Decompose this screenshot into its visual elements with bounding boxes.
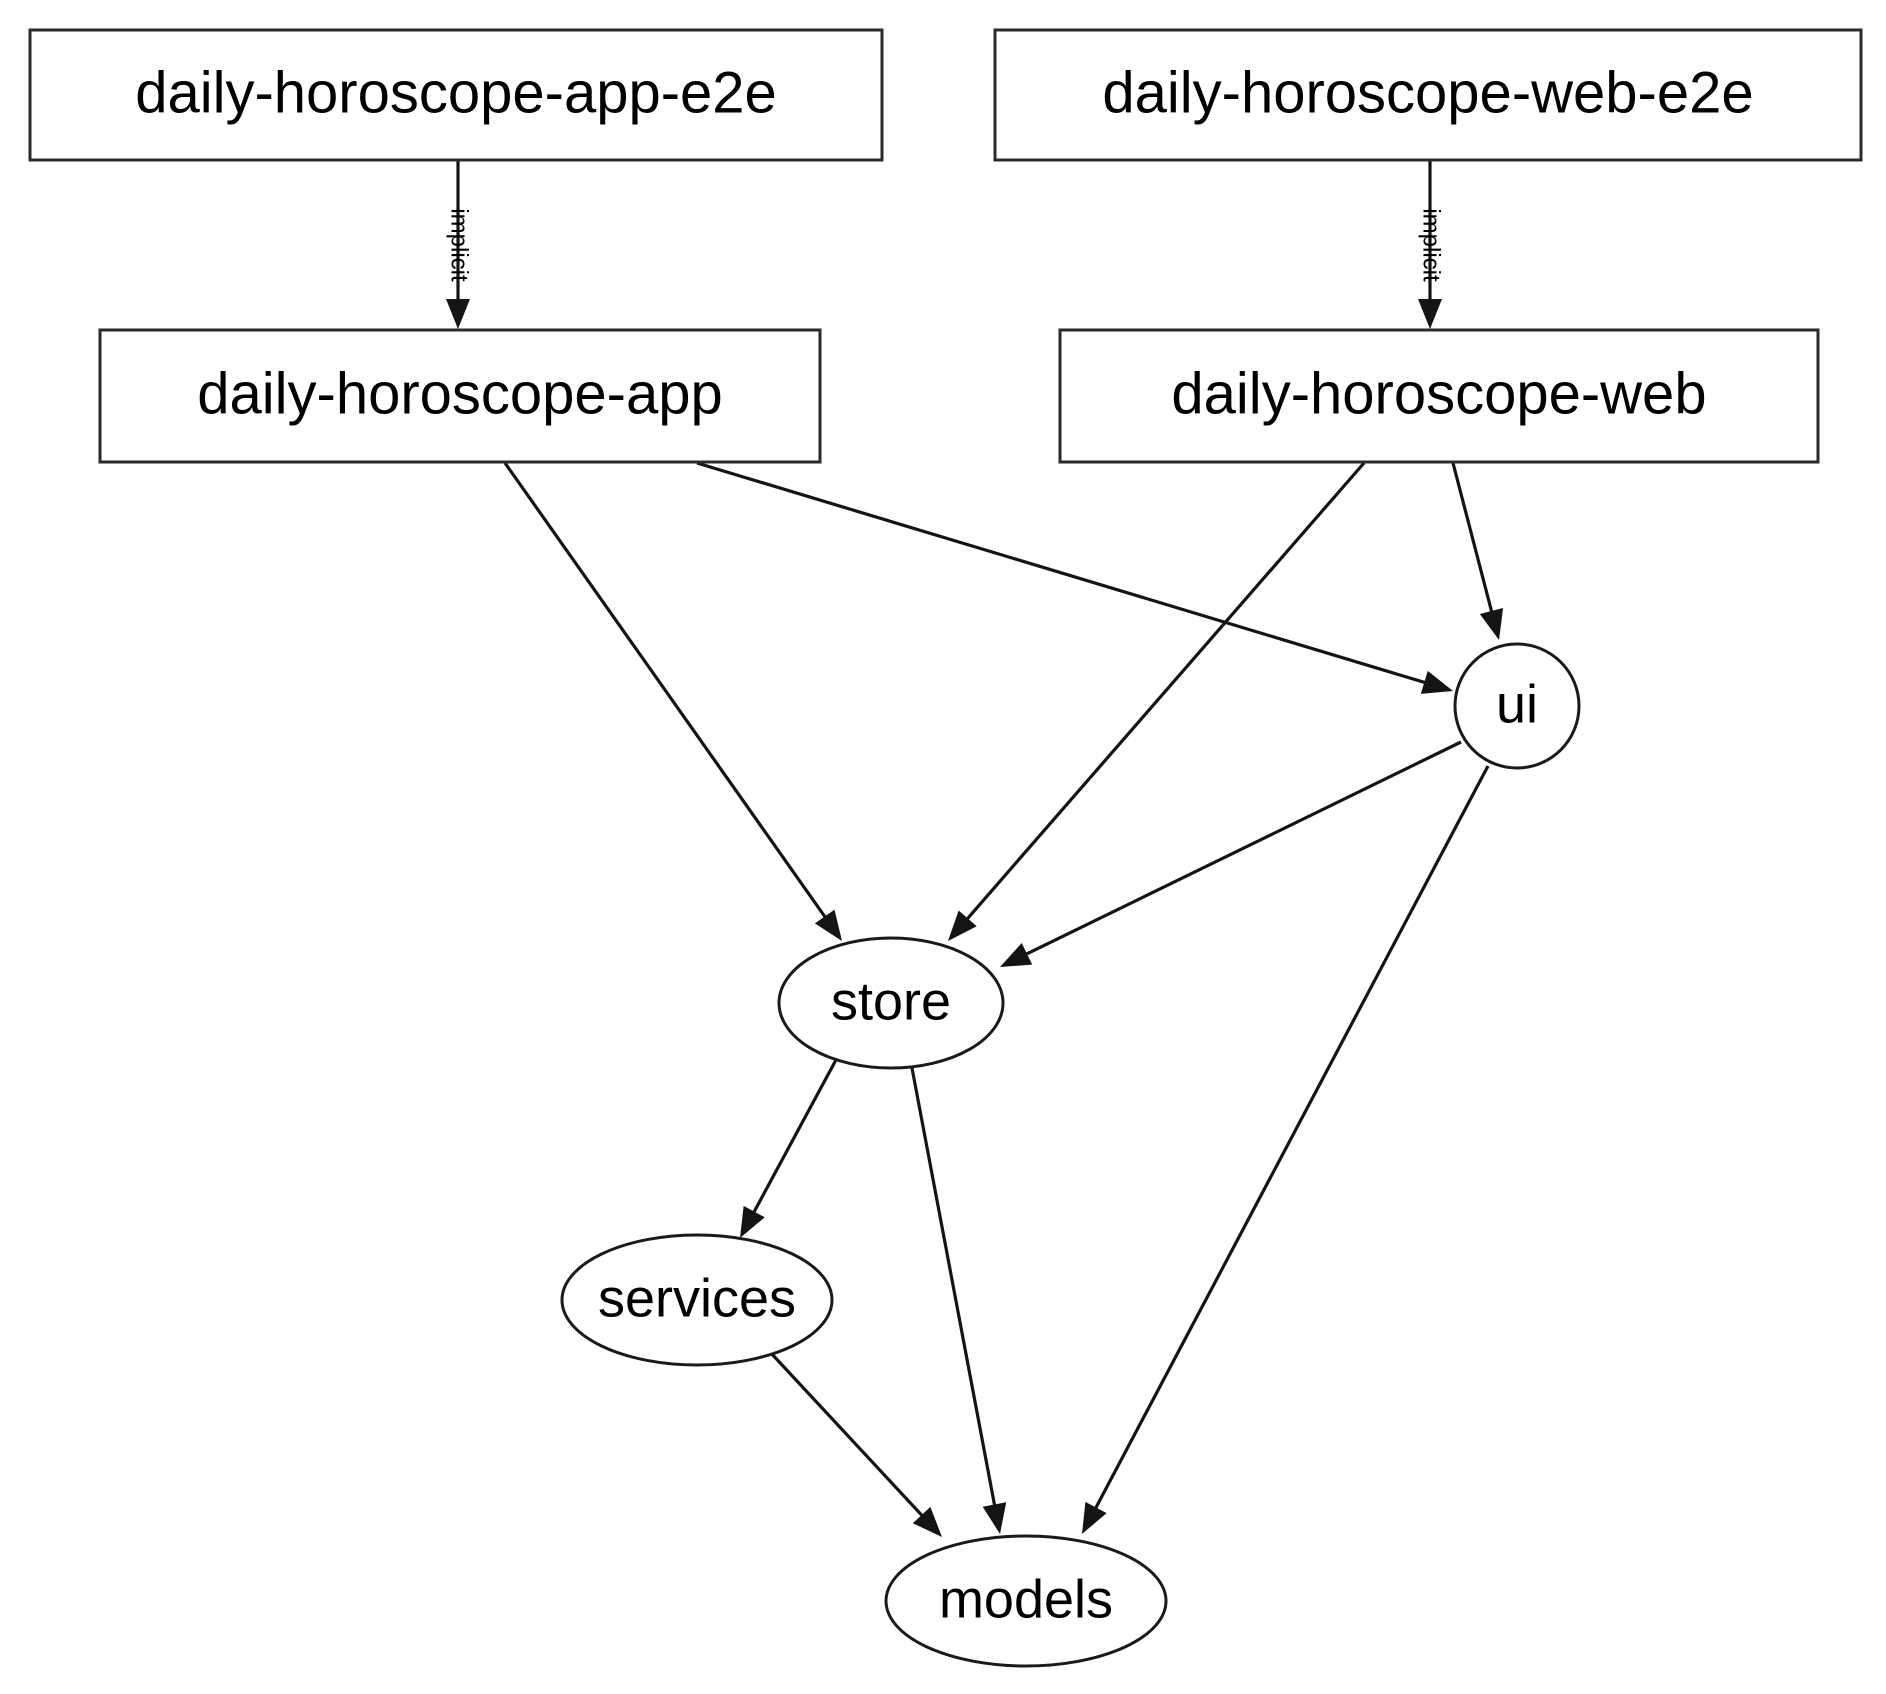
graph-node-daily-horoscope-app-e2e[interactable]: daily-horoscope-app-e2e bbox=[28, 28, 884, 162]
edge-line bbox=[962, 461, 1366, 924]
edge-arrowhead bbox=[1418, 299, 1442, 329]
edge-arrowhead bbox=[1000, 943, 1033, 967]
graph-edge bbox=[740, 1057, 839, 1238]
edge-arrowhead bbox=[1479, 607, 1504, 640]
edge-arrowhead bbox=[740, 1205, 765, 1238]
edge-label-implicit: implicit bbox=[1418, 208, 1445, 282]
nodes-layer: daily-horoscope-app-e2e daily-horoscope-w… bbox=[28, 28, 1863, 1668]
graph-node-services[interactable]: services bbox=[560, 1233, 834, 1367]
edge-arrowhead bbox=[912, 1506, 942, 1537]
edge-arrowhead bbox=[814, 909, 842, 941]
graph-node-daily-horoscope-app[interactable]: daily-horoscope-app bbox=[98, 328, 822, 464]
edge-labels-layer: implicit implicit bbox=[446, 208, 1445, 282]
graph-edge bbox=[503, 462, 842, 941]
node-label: services bbox=[598, 1268, 796, 1328]
node-shape-rect[interactable] bbox=[1058, 328, 1820, 464]
graph-node-daily-horoscope-web-e2e[interactable]: daily-horoscope-web-e2e bbox=[993, 28, 1863, 162]
node-shape-rect[interactable] bbox=[98, 328, 822, 464]
graph-node-models[interactable]: models bbox=[884, 1534, 1168, 1668]
edge-line bbox=[1451, 462, 1495, 618]
node-shape-ellipse[interactable] bbox=[560, 1233, 834, 1367]
graph-edge bbox=[948, 461, 1366, 941]
graph-edge bbox=[768, 1350, 942, 1537]
edge-arrowhead bbox=[1082, 1501, 1107, 1534]
edge-line bbox=[749, 1057, 839, 1218]
node-shape-ellipse[interactable] bbox=[884, 1534, 1168, 1668]
graph-edge bbox=[446, 161, 470, 329]
edge-line bbox=[503, 462, 830, 923]
graph-edge bbox=[1000, 740, 1462, 967]
edge-arrowhead bbox=[446, 299, 470, 329]
graph-node-ui[interactable]: ui bbox=[1453, 642, 1581, 770]
edge-line bbox=[910, 1067, 998, 1511]
node-label: daily-horoscope-web bbox=[1171, 361, 1706, 426]
graph-node-store[interactable]: store bbox=[777, 936, 1005, 1070]
node-shape-ellipse[interactable] bbox=[1453, 642, 1581, 770]
edge-line bbox=[1091, 765, 1490, 1514]
node-shape-rect[interactable] bbox=[993, 28, 1863, 162]
edge-line bbox=[768, 1350, 927, 1521]
graph-edge bbox=[1418, 161, 1442, 329]
node-label: ui bbox=[1496, 674, 1538, 734]
graph-edge bbox=[696, 461, 1453, 694]
edge-line bbox=[1020, 740, 1462, 958]
graph-edge bbox=[910, 1067, 1007, 1534]
node-label: store bbox=[831, 971, 951, 1031]
edge-arrowhead bbox=[1420, 670, 1453, 694]
edge-arrowhead bbox=[948, 910, 977, 941]
graph-edge bbox=[1082, 765, 1490, 1534]
graph-node-daily-horoscope-web[interactable]: daily-horoscope-web bbox=[1058, 328, 1820, 464]
edges-layer bbox=[446, 161, 1504, 1537]
node-shape-ellipse[interactable] bbox=[777, 936, 1005, 1070]
node-label: models bbox=[939, 1569, 1113, 1629]
node-label: daily-horoscope-app-e2e bbox=[135, 60, 777, 125]
node-label: daily-horoscope-web-e2e bbox=[1102, 60, 1753, 125]
node-label: daily-horoscope-app bbox=[197, 361, 723, 426]
edge-label-implicit: implicit bbox=[446, 208, 473, 282]
node-shape-rect[interactable] bbox=[28, 28, 884, 162]
graph-edge bbox=[1451, 462, 1504, 640]
edge-line bbox=[696, 461, 1431, 686]
edge-arrowhead bbox=[982, 1502, 1007, 1534]
